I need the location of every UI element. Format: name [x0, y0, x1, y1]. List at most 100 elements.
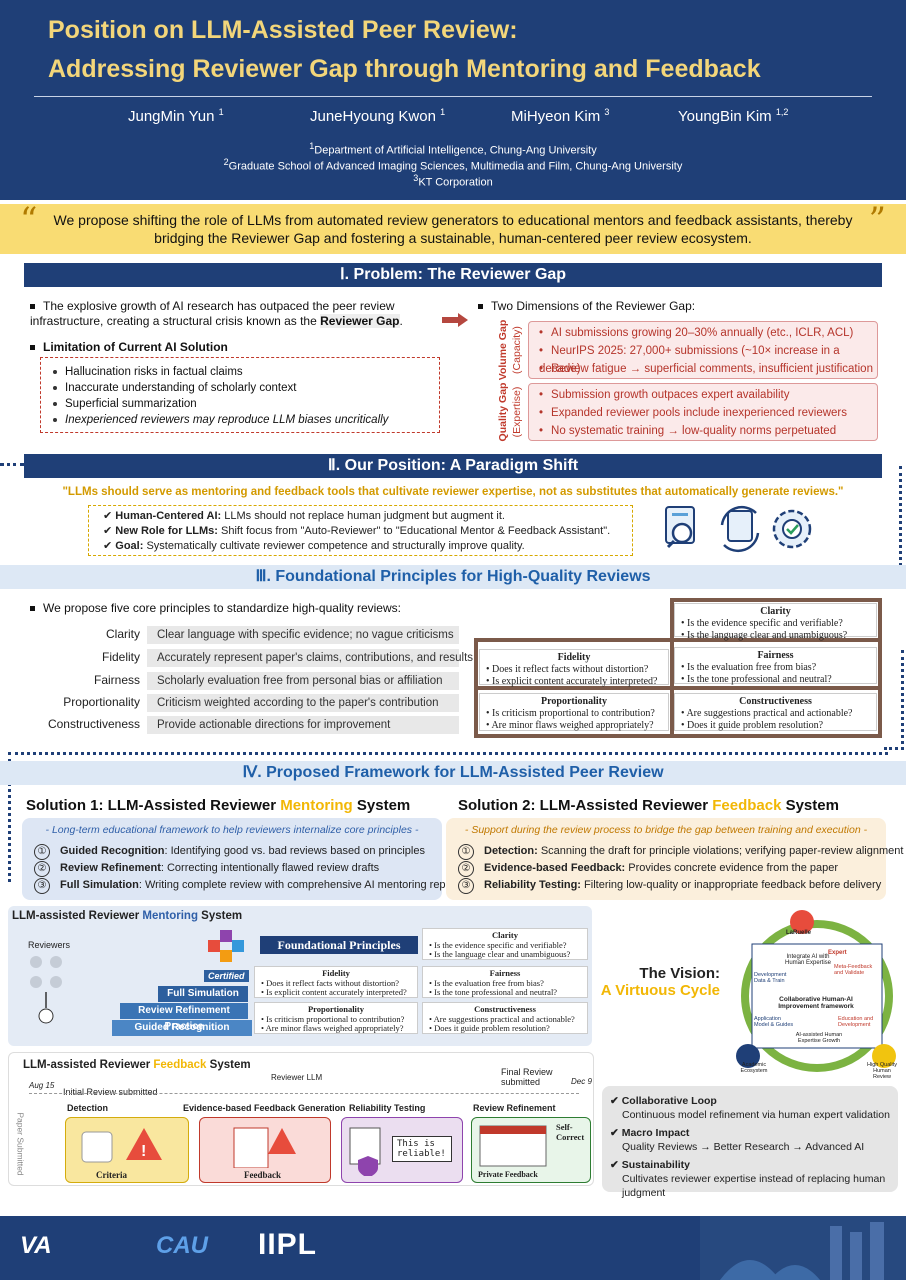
limitation-item: Hallucination risks in factual claims: [53, 365, 243, 380]
author-2: JuneHyoung Kwon 1: [310, 107, 446, 125]
virtuous-cycle-figure: LaRuelle Expert Integrate AI with Human …: [734, 906, 900, 1080]
key-message-banner: “ We propose shifting the role of LLMs f…: [0, 200, 906, 254]
step-full-simulation: Full Simulation: [158, 986, 248, 1002]
principles-shelf-figure: Clarity• Is the evidence specific and ve…: [474, 598, 884, 740]
constructiveness-card-small: Constructiveness• Are suggestions practi…: [422, 1002, 588, 1034]
section-2-title: Ⅱ. Our Position: A Paradigm Shift: [24, 454, 882, 478]
section-connector: [0, 463, 24, 466]
poster-footer: VA CAU IIPL: [0, 1216, 906, 1280]
fidelity-card-small: Fidelity• Does it reflect facts without …: [254, 966, 418, 998]
reviewers-icon: [30, 956, 62, 1024]
solution-2-box: - Support during the review process to b…: [446, 818, 903, 900]
position-quote: "LLMs should serve as mentoring and feed…: [62, 486, 844, 498]
certified-badge: Certified: [204, 970, 249, 982]
position-checklist: ✔ Human-Centered AI: LLMs should not rep…: [88, 505, 633, 556]
stage-reliability-testing: Reliability Testing: [349, 1103, 426, 1113]
section-connector: [8, 752, 11, 882]
quality-gap-box: Submission growth outpaces expert availa…: [528, 383, 878, 441]
iipl-logo: IIPL: [258, 1228, 318, 1261]
affiliation-2: 2Graduate School of Advanced Imaging Sci…: [223, 157, 683, 173]
check-icon: ✔: [103, 540, 113, 552]
cycle-document-icon: [720, 505, 760, 553]
feedback-figure-title: LLM-assisted Reviewer Feedback System: [23, 1059, 251, 1071]
initial-review-label: Initial Review submitted: [63, 1087, 158, 1097]
paradigm-icons: [660, 503, 820, 555]
mentoring-system-figure: LLM-assisted Reviewer Mentoring System R…: [8, 906, 592, 1046]
detection-block: Criteria !: [65, 1117, 189, 1183]
legend-label: Reviewer LLM: [271, 1073, 323, 1082]
limitation-title: Limitation of Current AI Solution: [30, 340, 228, 355]
limitations-box: Hallucination risks in factual claims In…: [40, 357, 440, 433]
solution-1-title: Solution 1: LLM-Assisted Reviewer Mentor…: [26, 797, 411, 814]
foundational-principles-label: Foundational Principles: [260, 936, 418, 954]
key-message: We propose shifting the role of LLMs fro…: [53, 212, 853, 246]
clarity-card: Clarity• Is the evidence specific and ve…: [674, 603, 877, 641]
arrow-right-icon: [442, 313, 468, 327]
section-connector: [882, 466, 902, 566]
limitation-item: Inexperienced reviewers may reproduce LL…: [53, 413, 388, 428]
proportionality-card: Proportionality• Is criticism proportion…: [479, 693, 669, 731]
two-dimensions-label: Two Dimensions of the Reviewer Gap:: [478, 299, 695, 314]
solution-1-box: - Long-term educational framework to hel…: [22, 818, 464, 900]
quality-item: Expanded reviewer pools include inexperi…: [539, 404, 847, 422]
author-1: JungMin Yun 1: [128, 107, 224, 125]
quality-gap-label: Quality Gap (Expertise): [497, 382, 523, 442]
cau-logo: CAU: [156, 1232, 208, 1259]
affiliation-1: 1Department of Artificial Intelligence, …: [309, 141, 597, 157]
reliability-block: This is reliable!: [341, 1117, 463, 1183]
vision-title: The Vision: A Virtuous Cycle: [600, 965, 720, 999]
title-line-2: Addressing Reviewer Gap through Mentorin…: [48, 55, 761, 83]
clarity-card-small: Clarity• Is the evidence specific and ve…: [422, 928, 588, 960]
check-icon: ✔: [103, 510, 113, 522]
refinement-block: Private Feedback Self-Correct: [471, 1117, 591, 1183]
author-4: YoungBin Kim 1,2: [678, 107, 789, 125]
principles-intro: We propose five core principles to stand…: [30, 601, 401, 616]
svg-text:!: !: [141, 1143, 146, 1160]
close-quote-icon: ”: [868, 200, 886, 240]
fidelity-card: Fidelity• Does it reflect facts without …: [479, 649, 669, 687]
header-divider: [34, 96, 872, 97]
check-item: ✔ Goal: Systematically cultivate reviewe…: [103, 540, 525, 552]
volume-item: AI submissions growing 20–30% annually (…: [539, 324, 853, 342]
review-form-icon: [479, 1125, 547, 1167]
document-search-icon: [665, 506, 695, 549]
limitation-item: Inaccurate understanding of scholarly co…: [53, 381, 296, 396]
solution-2-title: Solution 2: LLM-Assisted Reviewer Feedba…: [458, 797, 839, 814]
feedback-system-figure: LLM-assisted Reviewer Feedback System Re…: [8, 1052, 594, 1186]
volume-gap-box: AI submissions growing 20–30% annually (…: [528, 321, 878, 379]
final-review-label: Final Review submitted: [501, 1067, 553, 1087]
volume-item: Review fatigue → superficial comments, i…: [539, 360, 873, 378]
check-item: ✔ Human-Centered AI: LLMs should not rep…: [103, 510, 505, 522]
problem-bullet: The explosive growth of AI research has …: [30, 299, 403, 328]
start-date: Aug 15: [29, 1081, 55, 1090]
section-connector: [8, 752, 888, 755]
check-icon: ✔: [103, 525, 113, 537]
title-line-1: Position on LLM-Assisted Peer Review:: [48, 16, 518, 44]
fairness-card: Fairness• Is the evaluation free from bi…: [674, 647, 877, 685]
volume-gap-label: Volume Gap (Capacity): [497, 319, 523, 381]
stage-detection: Detection: [67, 1103, 109, 1113]
fairness-card-small: Fairness• Is the evaluation free from bi…: [422, 966, 588, 998]
section-4-title: Ⅳ. Proposed Framework for LLM-Assisted P…: [0, 761, 906, 785]
paper-submitted-label: Paper Submitted: [15, 1112, 26, 1176]
warning-icon: !: [81, 1128, 162, 1163]
section-connector: [884, 650, 904, 750]
feedback-generation-block: Feedback: [199, 1117, 331, 1183]
stage-evidence-feedback: Evidence-based Feedback Generation: [183, 1103, 346, 1113]
lab-logo: VA: [20, 1232, 52, 1259]
open-quote-icon: “: [20, 200, 38, 240]
document-icon: [233, 1127, 296, 1168]
step-review-refinement: Review Refinement Practice: [120, 1003, 248, 1032]
affiliation-3: 3KT Corporation: [413, 173, 493, 189]
